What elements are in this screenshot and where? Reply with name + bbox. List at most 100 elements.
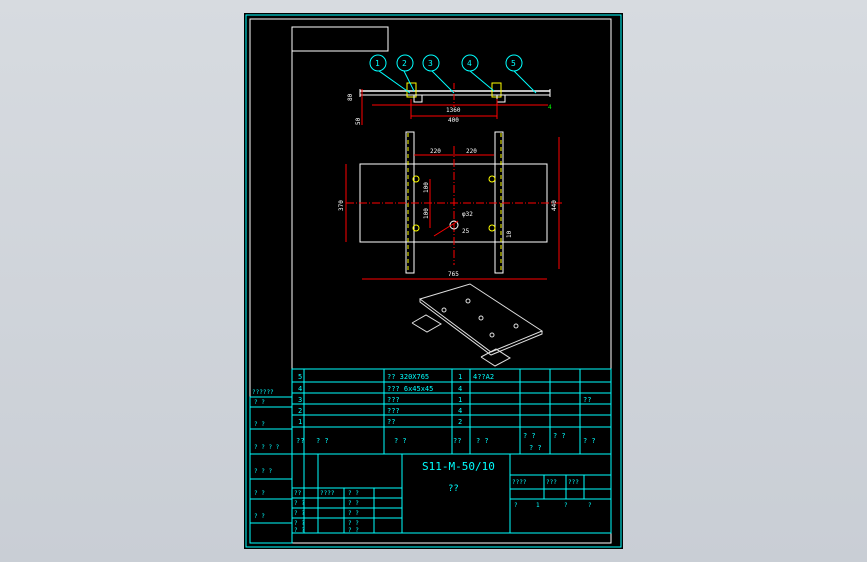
row-1-name: ?? bbox=[387, 418, 395, 426]
header-weight2: ? ? bbox=[553, 432, 566, 440]
bolt-hole-4 bbox=[488, 224, 496, 232]
row-5-no: 5 bbox=[298, 373, 302, 381]
left-label-5: ? ? bbox=[254, 490, 265, 497]
front-view: 80 50 1360 400 4 bbox=[347, 82, 552, 125]
dim-front-4: 4 bbox=[548, 104, 552, 111]
svg-text:3: 3 bbox=[428, 59, 433, 68]
balloon-2: 2 bbox=[396, 54, 414, 72]
sig-row-2: ? ? bbox=[294, 520, 305, 527]
page-3: ? bbox=[588, 502, 592, 509]
left-label-0: ?????? bbox=[252, 389, 274, 396]
row-4-qty: 4 bbox=[458, 385, 462, 393]
parts-list bbox=[249, 368, 612, 544]
header-name: ? ? bbox=[394, 437, 407, 445]
dim-765: 765 bbox=[448, 271, 459, 278]
sig-cell-3: ? ? bbox=[348, 527, 359, 534]
inner-frame bbox=[249, 18, 612, 544]
drawing-title: ?? bbox=[448, 484, 459, 494]
bolt-hole-1 bbox=[412, 175, 420, 183]
header-weight-sub: ? ? bbox=[529, 444, 542, 452]
left-label-1: ? ? bbox=[254, 399, 265, 406]
svg-text:1: 1 bbox=[375, 59, 380, 68]
row-2-qty: 4 bbox=[458, 407, 462, 415]
sig-row-3: ? ? bbox=[294, 527, 305, 534]
leader-4 bbox=[469, 70, 495, 92]
row-3-note: ?? bbox=[583, 396, 591, 404]
left-label-6: ? ? bbox=[254, 513, 265, 520]
label-sheet: ??? bbox=[546, 479, 557, 486]
balloons: 1 2 3 4 5 bbox=[369, 54, 537, 94]
svg-text:4: 4 bbox=[467, 59, 472, 68]
code-box bbox=[291, 26, 389, 52]
iso-hole-3 bbox=[513, 323, 519, 329]
row-3-name: ??? bbox=[387, 396, 400, 404]
leader-3 bbox=[431, 70, 455, 94]
left-label-3: ? ? ? ? bbox=[254, 444, 280, 451]
channel-left bbox=[413, 94, 423, 103]
iso-hole-2 bbox=[441, 307, 447, 313]
dim-370: 370 bbox=[338, 200, 345, 211]
sig-row-0: ? ? bbox=[294, 500, 305, 507]
dim-440: 440 bbox=[551, 200, 558, 211]
header-weight: ? ? bbox=[523, 432, 536, 440]
row-3-no: 3 bbox=[298, 396, 302, 404]
sig-head-2: ? ? bbox=[348, 490, 359, 497]
leader-1 bbox=[378, 70, 411, 94]
bracket-left bbox=[406, 82, 417, 98]
header-note: ? ? bbox=[583, 437, 596, 445]
left-label-2: ? ? bbox=[254, 421, 265, 428]
title-block-frame bbox=[291, 453, 612, 534]
drawing-sheet: 80 50 1360 400 4 1 2 3 4 5 bbox=[244, 13, 623, 549]
svg-text:5: 5 bbox=[511, 59, 516, 68]
drawing-number: S11-M-50/10 bbox=[422, 460, 495, 473]
dim-r25: 25 bbox=[462, 228, 470, 235]
header-qty: ?? bbox=[453, 437, 461, 445]
iso-hole-1 bbox=[465, 298, 471, 304]
sig-head-1: ???? bbox=[320, 490, 335, 497]
balloon-1: 1 bbox=[369, 54, 387, 72]
row-3-qty: 1 bbox=[458, 396, 462, 404]
leader-phi bbox=[433, 220, 459, 237]
row-1-no: 1 bbox=[298, 418, 302, 426]
leader-5 bbox=[513, 70, 537, 94]
page-0: ? bbox=[514, 502, 518, 509]
dim-10: 10 bbox=[506, 230, 513, 238]
bolt-hole-3 bbox=[412, 224, 420, 232]
title-block-text: S11-M-50/10 ?? ???? ??? ??? ? 1 ? ? ????… bbox=[252, 389, 592, 534]
dim-front-80: 80 bbox=[347, 93, 354, 101]
header-material: ? ? bbox=[476, 437, 489, 445]
outer-frame bbox=[245, 14, 622, 548]
row-5-qty: 1 bbox=[458, 373, 462, 381]
balloon-5: 5 bbox=[505, 54, 523, 72]
dim-phi32: φ32 bbox=[462, 211, 473, 218]
iso-channel-left bbox=[411, 314, 442, 333]
sig-cell-2: ? ? bbox=[348, 520, 359, 527]
label-count: ??? bbox=[568, 479, 579, 486]
iso-channel-right bbox=[480, 348, 511, 367]
sig-cell-0: ? ? bbox=[348, 500, 359, 507]
row-4-no: 4 bbox=[298, 385, 302, 393]
header-no: ?? bbox=[296, 437, 304, 445]
label-scale: ???? bbox=[512, 479, 527, 486]
iso-hole-5 bbox=[478, 315, 484, 321]
channel-right bbox=[496, 94, 506, 103]
balloon-3: 3 bbox=[422, 54, 440, 72]
row-5-material: 4??A2 bbox=[473, 373, 494, 381]
isometric-view bbox=[411, 283, 544, 367]
sig-row-1: ? ? bbox=[294, 510, 305, 517]
page-2: ? bbox=[564, 502, 568, 509]
sig-head-0: ?? bbox=[294, 490, 302, 497]
top-view: 220 220 370 440 100 100 φ32 25 10 765 bbox=[338, 131, 562, 280]
balloon-4: 4 bbox=[461, 54, 479, 72]
dim-front-50: 50 bbox=[355, 117, 362, 125]
dim-front-400: 400 bbox=[448, 117, 459, 124]
leader-2 bbox=[403, 70, 415, 92]
dim-220-left: 220 bbox=[430, 148, 441, 155]
dim-front-1360: 1360 bbox=[446, 107, 461, 114]
row-2-name: ??? bbox=[387, 407, 400, 415]
dim-100-bottom: 100 bbox=[423, 208, 430, 219]
row-5-name: ?? 320X765 bbox=[387, 373, 429, 381]
page-1: 1 bbox=[536, 502, 540, 509]
iso-hole-4 bbox=[489, 332, 495, 338]
parts-list-text: 5 ?? 320X765 1 4??A2 4 ??? 6x45x45 4 3 ?… bbox=[296, 373, 596, 452]
